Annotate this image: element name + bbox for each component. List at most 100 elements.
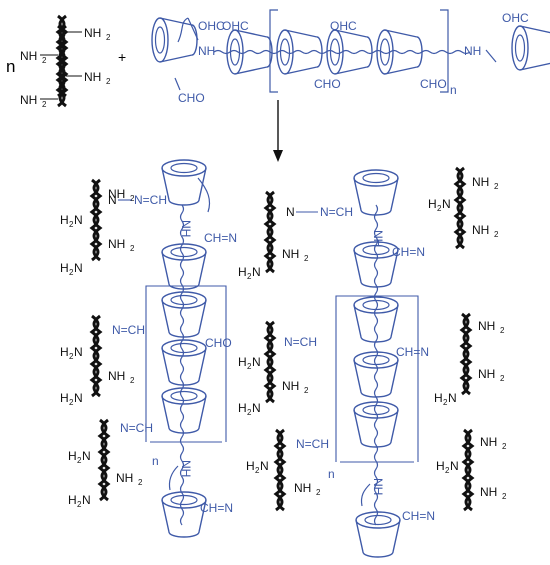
imine-linkages: N N=CH CH=N N N=CH CH=N N=CH N=CH CH=N N… bbox=[108, 193, 435, 523]
svg-text:2: 2 bbox=[304, 254, 309, 263]
svg-text:2: 2 bbox=[42, 56, 47, 65]
svg-text:H: H bbox=[434, 391, 443, 405]
svg-text:NH: NH bbox=[20, 49, 37, 63]
svg-text:H: H bbox=[60, 261, 69, 275]
svg-text:NH: NH bbox=[179, 460, 193, 477]
svg-text:2: 2 bbox=[130, 194, 135, 203]
plus-sign: + bbox=[118, 49, 126, 65]
svg-text:H: H bbox=[68, 493, 77, 507]
svg-text:CHO: CHO bbox=[420, 77, 447, 91]
svg-text:NH: NH bbox=[282, 379, 299, 393]
reactant-oxidized-polyrotaxane: NH CHO OHC OHC OHC CHO CHO n NH OHC bbox=[151, 9, 550, 105]
svg-text:2: 2 bbox=[138, 478, 143, 487]
svg-text:N: N bbox=[82, 449, 91, 463]
svg-text:H: H bbox=[246, 459, 255, 473]
svg-text:N: N bbox=[442, 197, 451, 211]
svg-text:NH: NH bbox=[282, 247, 299, 261]
svg-text:N: N bbox=[82, 493, 91, 507]
svg-text:2: 2 bbox=[77, 500, 82, 509]
svg-text:N=CH: N=CH bbox=[320, 205, 353, 219]
svg-text:N=CH: N=CH bbox=[296, 437, 329, 451]
svg-text:2: 2 bbox=[494, 230, 499, 239]
svg-text:N: N bbox=[74, 345, 83, 359]
svg-text:2: 2 bbox=[247, 362, 252, 371]
svg-text:NH: NH bbox=[108, 237, 125, 251]
svg-text:2: 2 bbox=[304, 386, 309, 395]
svg-text:NH: NH bbox=[108, 187, 125, 201]
svg-text:2: 2 bbox=[502, 442, 507, 451]
svg-text:N: N bbox=[252, 355, 261, 369]
svg-text:2: 2 bbox=[437, 204, 442, 213]
svg-text:2: 2 bbox=[106, 33, 111, 42]
svg-text:NH: NH bbox=[464, 44, 481, 58]
svg-text:NH: NH bbox=[480, 485, 497, 499]
svg-text:2: 2 bbox=[130, 244, 135, 253]
svg-text:2: 2 bbox=[69, 352, 74, 361]
svg-text:OHC: OHC bbox=[330, 19, 357, 33]
svg-text:CH=N: CH=N bbox=[396, 345, 429, 359]
svg-text:n: n bbox=[450, 83, 457, 97]
svg-text:2: 2 bbox=[77, 456, 82, 465]
svg-text:N: N bbox=[74, 391, 83, 405]
svg-text:NH: NH bbox=[480, 435, 497, 449]
svg-text:2: 2 bbox=[500, 326, 505, 335]
svg-text:n: n bbox=[152, 454, 159, 468]
svg-text:2: 2 bbox=[494, 182, 499, 191]
svg-text:2: 2 bbox=[255, 466, 260, 475]
svg-text:N: N bbox=[74, 213, 83, 227]
svg-text:n: n bbox=[328, 467, 335, 481]
svg-text:N: N bbox=[260, 459, 269, 473]
svg-text:NH: NH bbox=[478, 367, 495, 381]
svg-text:NH: NH bbox=[84, 70, 101, 84]
svg-text:N: N bbox=[252, 265, 261, 279]
svg-text:H: H bbox=[238, 355, 247, 369]
svg-text:NH: NH bbox=[371, 478, 385, 495]
svg-text:NH: NH bbox=[198, 44, 215, 58]
svg-text:N=CH: N=CH bbox=[284, 335, 317, 349]
svg-text:N=CH: N=CH bbox=[134, 193, 167, 207]
svg-text:2: 2 bbox=[69, 220, 74, 229]
chitosan-chains bbox=[90, 166, 474, 512]
svg-text:2: 2 bbox=[247, 408, 252, 417]
svg-text:N: N bbox=[108, 193, 117, 207]
svg-text:CH=N: CH=N bbox=[200, 501, 233, 515]
svg-text:CH=N: CH=N bbox=[392, 245, 425, 259]
svg-text:2: 2 bbox=[106, 77, 111, 86]
svg-text:CHO: CHO bbox=[178, 91, 205, 105]
svg-text:2: 2 bbox=[316, 488, 321, 497]
svg-text:OHC: OHC bbox=[502, 11, 529, 25]
svg-text:H: H bbox=[60, 345, 69, 359]
svg-text:CH=N: CH=N bbox=[204, 231, 237, 245]
svg-text:OHC: OHC bbox=[222, 19, 249, 33]
svg-text:CHO: CHO bbox=[314, 77, 341, 91]
svg-text:2: 2 bbox=[502, 492, 507, 501]
svg-text:2: 2 bbox=[130, 376, 135, 385]
svg-text:NH: NH bbox=[478, 319, 495, 333]
svg-text:2: 2 bbox=[445, 466, 450, 475]
svg-text:H: H bbox=[238, 265, 247, 279]
svg-text:N: N bbox=[448, 391, 457, 405]
svg-text:NH: NH bbox=[84, 26, 101, 40]
svg-text:N=CH: N=CH bbox=[112, 323, 145, 337]
svg-text:H: H bbox=[436, 459, 445, 473]
product-network: n CHO NH NH n NH NH bbox=[60, 159, 507, 558]
svg-text:CHO: CHO bbox=[205, 336, 232, 350]
svg-text:N: N bbox=[74, 261, 83, 275]
svg-text:N: N bbox=[252, 401, 261, 415]
svg-text:H: H bbox=[60, 213, 69, 227]
svg-text:2: 2 bbox=[69, 268, 74, 277]
svg-text:NH: NH bbox=[472, 175, 489, 189]
svg-text:2: 2 bbox=[247, 272, 252, 281]
svg-text:2: 2 bbox=[500, 374, 505, 383]
svg-text:CH=N: CH=N bbox=[402, 509, 435, 523]
svg-text:NH: NH bbox=[472, 223, 489, 237]
svg-text:H: H bbox=[428, 197, 437, 211]
svg-text:N: N bbox=[450, 459, 459, 473]
svg-text:NH: NH bbox=[294, 481, 311, 495]
reaction-arrow bbox=[273, 100, 283, 162]
svg-text:NH: NH bbox=[179, 220, 193, 237]
svg-text:2: 2 bbox=[443, 398, 448, 407]
